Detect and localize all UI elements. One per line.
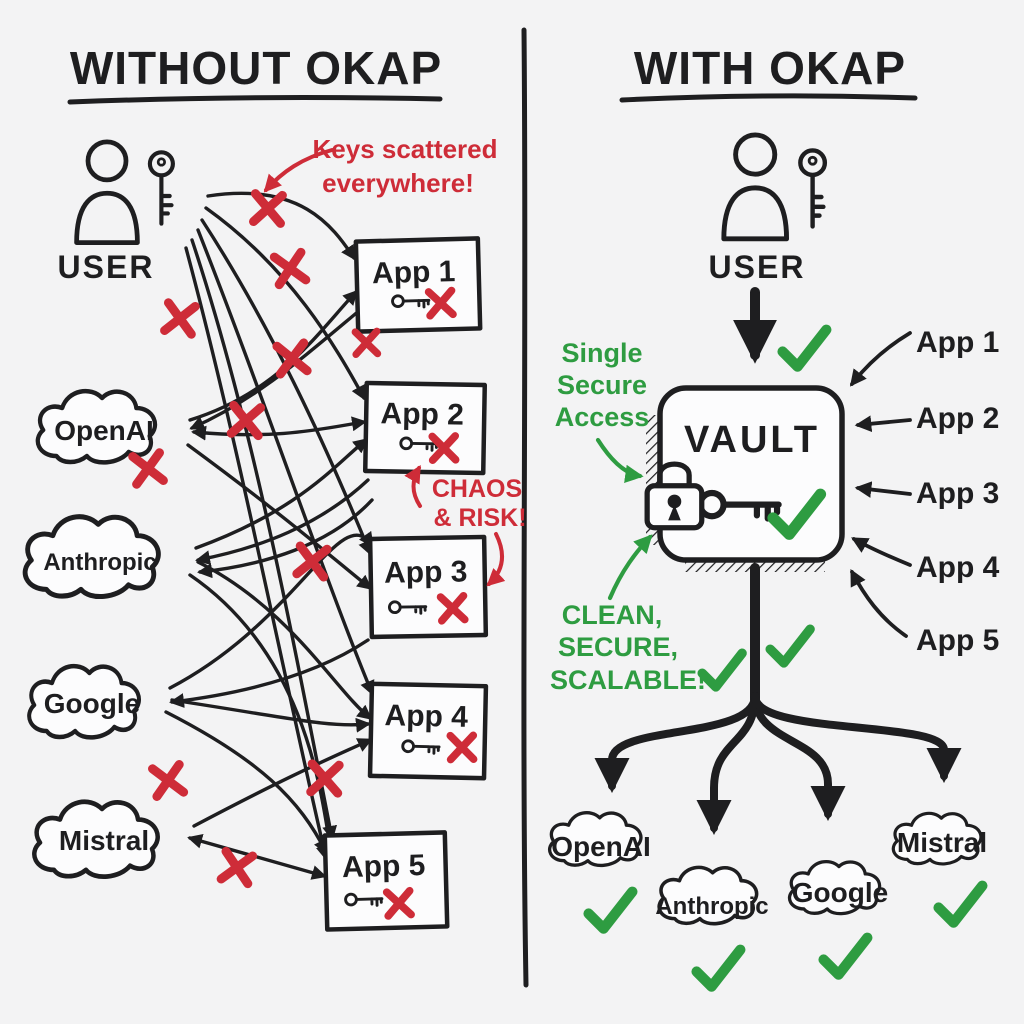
x-mark-icon	[355, 331, 377, 354]
check-icon	[824, 938, 868, 975]
app-box-1: App 1	[353, 236, 483, 334]
x-mark-icon	[310, 763, 340, 794]
app-to-vault-arrows	[849, 331, 912, 638]
left-provider-clouds: OpenAI Anthropic Google Mistral	[25, 391, 158, 876]
single-secure-access-note: Single Secure Access	[555, 338, 653, 601]
clean-up-arrow	[607, 534, 653, 601]
clean-line1: CLEAN,	[562, 600, 663, 630]
left-provider-anthropic: Anthropic	[43, 549, 156, 576]
left-title-underline	[67, 95, 443, 105]
x-mark-icon	[164, 302, 197, 335]
right-title-underline	[619, 93, 918, 103]
right-app-3: App 3	[916, 477, 999, 510]
single-line2: Secure	[557, 370, 647, 400]
left-panel: WITHOUT OKAP USER	[25, 42, 527, 932]
x-mark-icon	[220, 850, 253, 884]
clean-secure-scalable-note: CLEAN, SECURE, SCALABLE!	[550, 600, 742, 695]
check-icon	[697, 950, 741, 987]
check-icon	[702, 653, 742, 687]
keys-scattered-line2: everywhere!	[322, 168, 474, 198]
right-app-5: App 5	[916, 624, 999, 657]
check-icon	[589, 892, 633, 929]
left-app-boxes: App 1 App 2 App 3 App 4	[322, 236, 489, 932]
app-1-label: App 1	[372, 255, 456, 290]
user-icon	[77, 142, 138, 243]
right-title: WITH OKAP	[634, 42, 906, 94]
chaos-line1: CHAOS	[432, 475, 522, 503]
chaos-line2: & RISK!	[433, 504, 526, 532]
keys-scattered-line1: Keys scattered	[313, 134, 498, 164]
right-panel: WITH OKAP USER VAULT Single Secure Acces…	[547, 42, 1000, 987]
right-app-1: App 1	[916, 326, 999, 359]
tree-branches	[594, 692, 962, 836]
keys-scattered-arrow	[263, 148, 334, 193]
right-provider-openai: OpenAI	[551, 831, 651, 862]
app-box-3: App 3	[367, 534, 489, 640]
single-line3: Access	[555, 402, 650, 432]
app-4-label: App 4	[384, 699, 468, 734]
left-provider-mistral: Mistral	[59, 825, 149, 856]
chaos-arrow-down	[486, 532, 506, 587]
user-icon	[724, 135, 787, 239]
x-mark-icon	[133, 453, 164, 485]
right-user-label: USER	[709, 249, 806, 285]
x-mark-icon	[253, 193, 284, 225]
right-app-2: App 2	[916, 402, 999, 435]
right-app-list: App 1 App 2 App 3 App 4 App 5	[849, 326, 1000, 657]
right-provider-clouds: OpenAI Anthropic Google Mistral	[547, 811, 988, 987]
app-5-label: App 5	[342, 849, 426, 884]
vault-label: VAULT	[684, 419, 820, 461]
key-icon	[800, 150, 825, 226]
app-2-label: App 2	[380, 397, 464, 431]
app-box-2: App 2	[362, 380, 488, 476]
single-access-arrow	[595, 437, 644, 484]
app-3-label: App 3	[384, 555, 468, 589]
x-mark-icon	[274, 252, 306, 285]
chaos-connection-lines	[164, 191, 375, 880]
chaos-arrow-up	[404, 464, 422, 508]
left-provider-google: Google	[44, 688, 140, 719]
right-provider-google: Google	[792, 877, 888, 908]
app-box-4: App 4	[367, 681, 489, 781]
left-provider-openai: OpenAI	[54, 415, 154, 446]
keys-scattered-note: Keys scattered everywhere!	[263, 134, 498, 198]
right-provider-anthropic: Anthropic	[655, 893, 768, 920]
x-mark-icon	[152, 764, 183, 796]
clean-line2: SECURE,	[558, 632, 678, 662]
app-box-5: App 5	[322, 830, 450, 932]
left-user-label: USER	[58, 249, 155, 285]
vault: VAULT	[646, 385, 845, 572]
check-icon	[783, 330, 827, 367]
key-icon	[150, 152, 173, 223]
chaos-risk-note: CHAOS & RISK!	[404, 464, 527, 587]
single-line1: Single	[561, 338, 642, 368]
panel-divider	[521, 27, 529, 988]
check-icon	[770, 629, 810, 663]
check-icon	[939, 886, 983, 923]
clean-line3: SCALABLE!	[550, 665, 706, 695]
right-app-4: App 4	[916, 551, 1000, 584]
right-provider-mistral: Mistral	[897, 827, 987, 858]
vault-to-providers-tree	[594, 563, 962, 836]
left-title: WITHOUT OKAP	[70, 42, 442, 94]
